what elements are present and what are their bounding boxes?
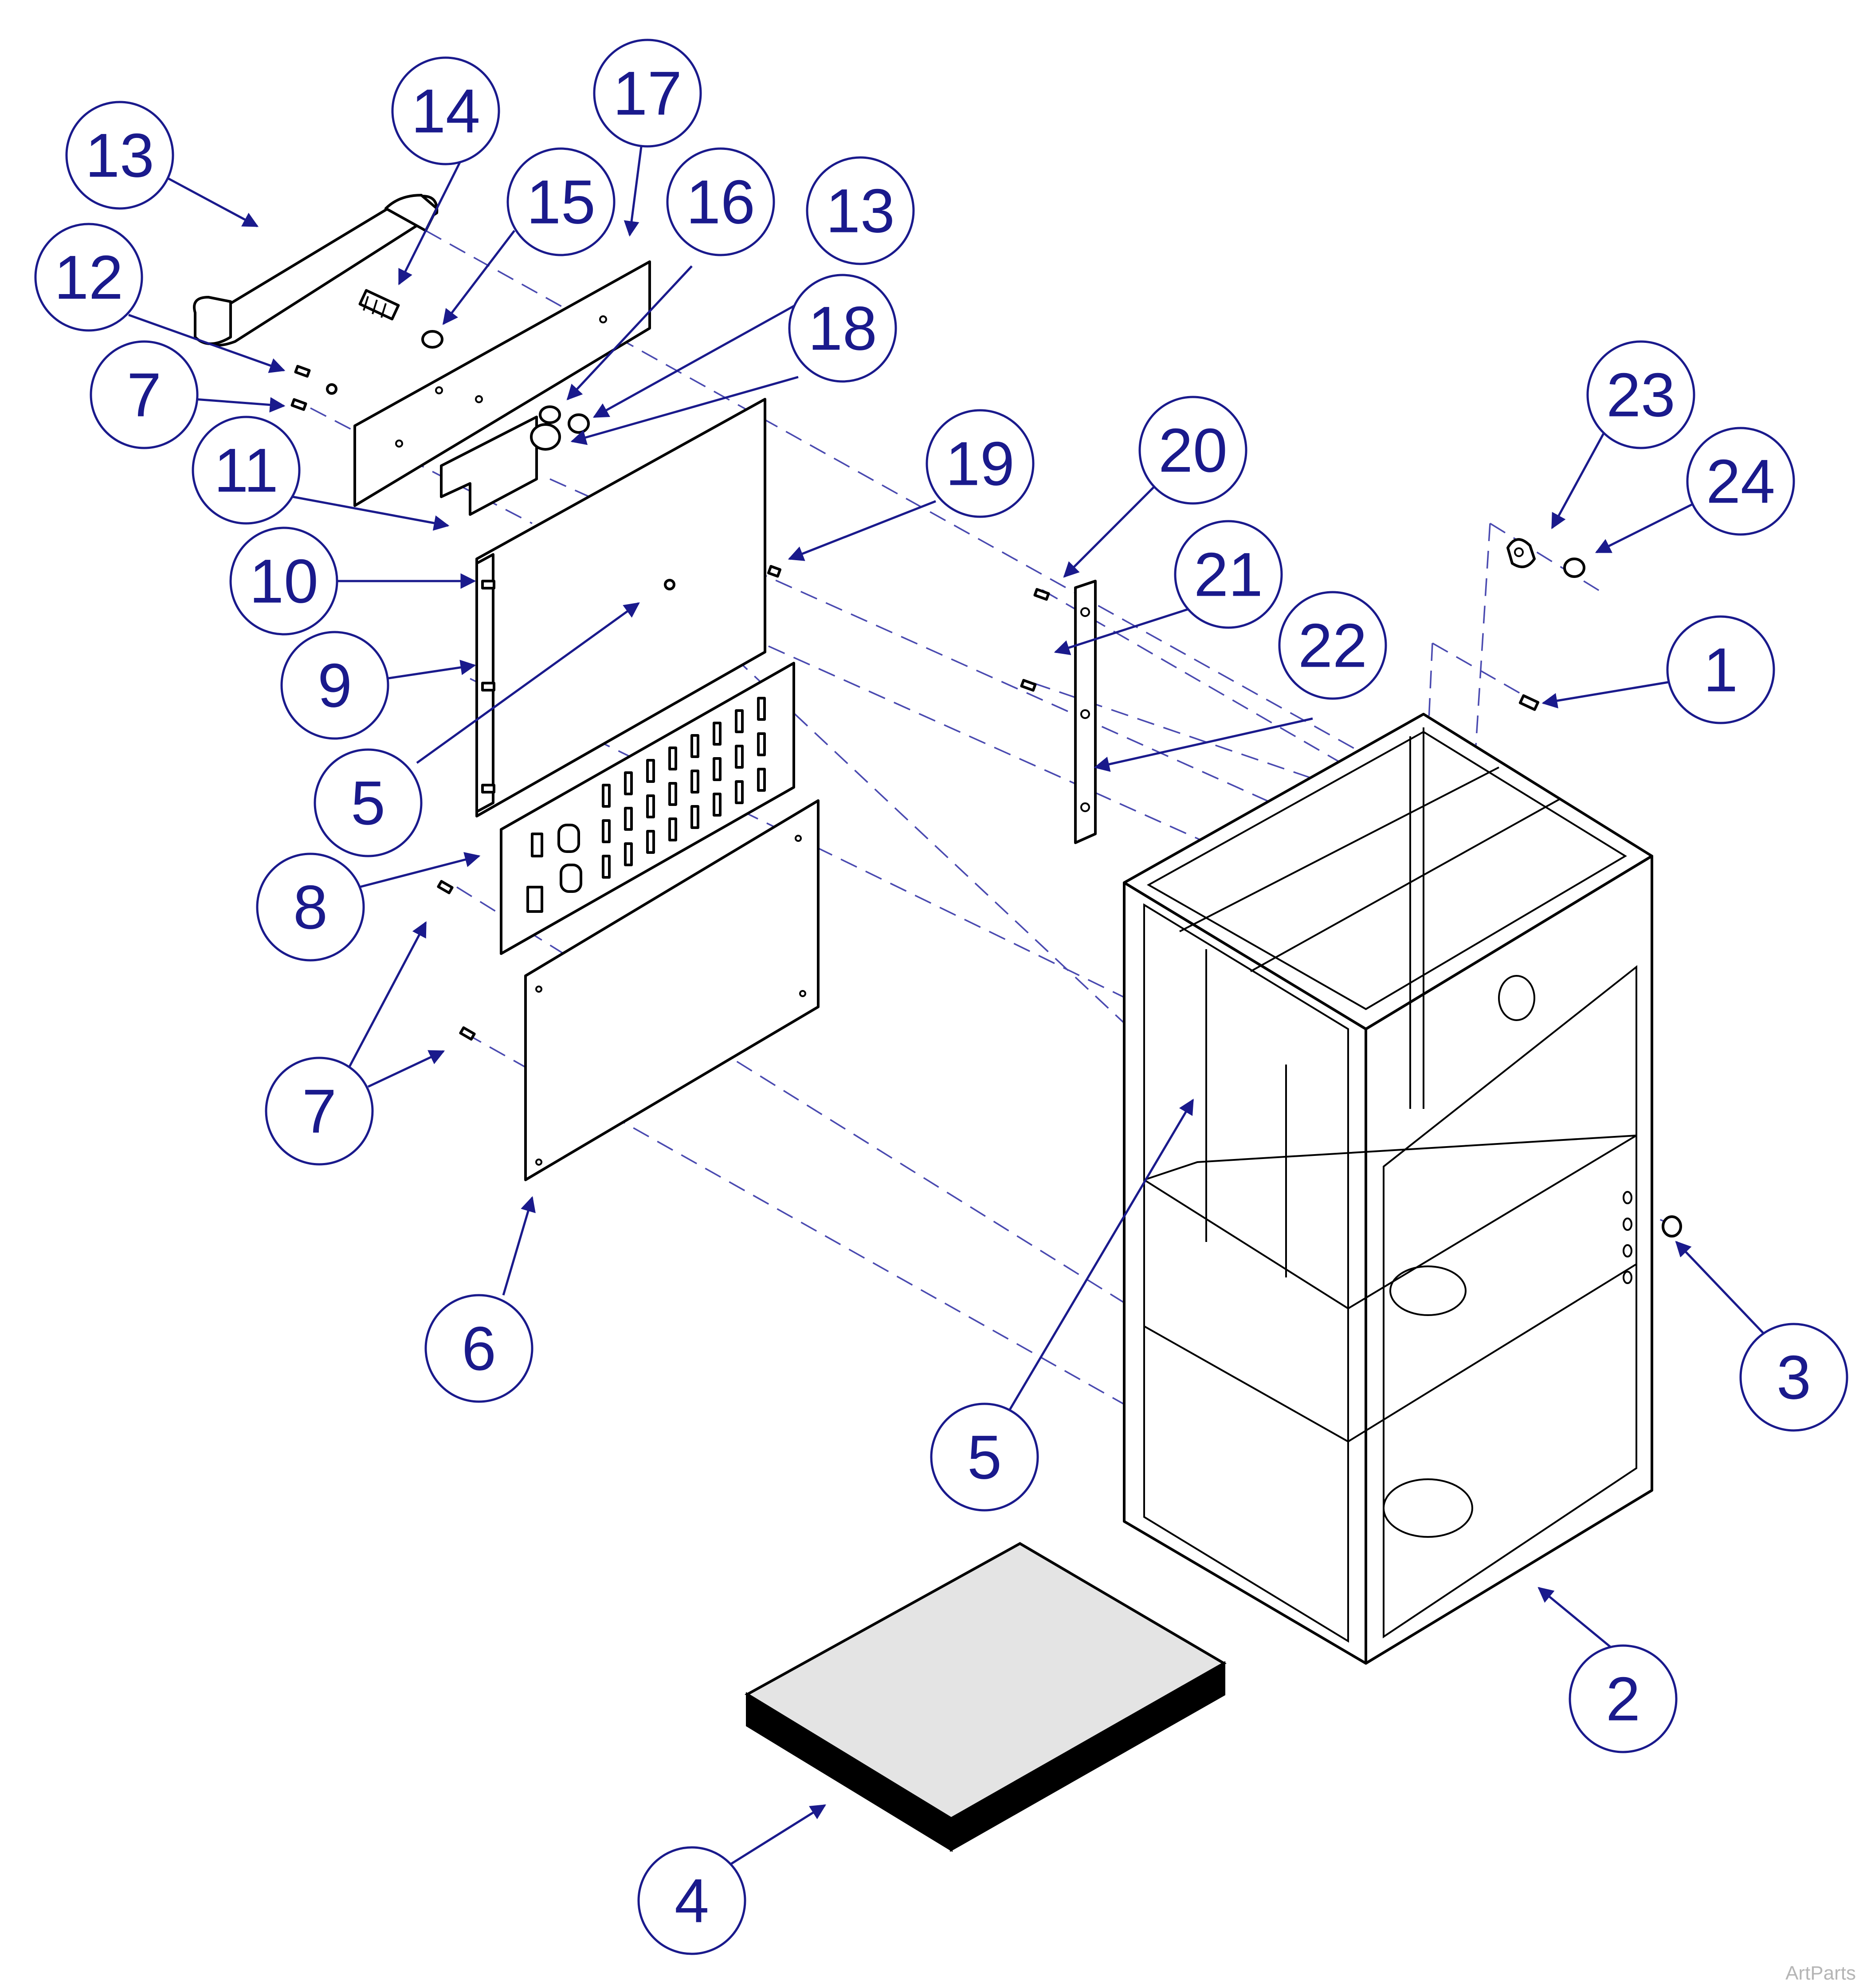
vent-slot: [668, 817, 677, 841]
callout-1: 1: [1666, 615, 1775, 724]
vent-slot: [713, 757, 722, 781]
top-panel-part: [353, 260, 651, 507]
vent-slot: [757, 697, 766, 721]
svg-text:16: 16: [686, 167, 755, 237]
callout-13-nut: 13: [806, 156, 915, 265]
vent-slot: [690, 734, 699, 758]
svg-text:13: 13: [826, 176, 895, 246]
callout-3: 3: [1739, 1323, 1848, 1432]
vertical-strip-part: [475, 553, 495, 813]
screw-right-part: [1518, 694, 1540, 711]
callout-22: 22: [1278, 591, 1387, 700]
svg-text:9: 9: [318, 651, 352, 720]
small-screws-top: [290, 365, 337, 411]
callout-8: 8: [256, 853, 365, 962]
vent-slot: [713, 722, 722, 746]
callout-11: 11: [192, 416, 301, 525]
callout-7-lower: 7: [265, 1057, 374, 1166]
svg-text:6: 6: [462, 1314, 496, 1383]
vent-slot: [602, 819, 611, 843]
vent-slot: [646, 759, 655, 783]
svg-text:12: 12: [54, 243, 123, 312]
svg-text:8: 8: [293, 872, 328, 942]
callout-23: 23: [1586, 340, 1695, 449]
svg-text:14: 14: [411, 76, 480, 146]
callout-24: 24: [1686, 427, 1795, 536]
svg-text:19: 19: [945, 429, 1015, 499]
svg-text:11: 11: [214, 436, 278, 505]
nut-grommet-parts: [530, 405, 590, 451]
vent-slot: [646, 830, 655, 854]
callout-14: 14: [391, 56, 500, 165]
callout-2: 2: [1569, 1644, 1678, 1753]
callout-15: 15: [506, 147, 616, 256]
callout-20: 20: [1138, 396, 1247, 505]
svg-text:5: 5: [351, 768, 385, 838]
clip-nut-parts: [1506, 538, 1585, 578]
callout-9: 9: [280, 631, 389, 740]
svg-text:7: 7: [302, 1077, 337, 1146]
svg-text:2: 2: [1606, 1664, 1640, 1734]
vent-slot: [602, 855, 611, 879]
callout-5-upper: 5: [314, 748, 423, 857]
callout-17: 17: [593, 39, 702, 148]
svg-text:3: 3: [1777, 1343, 1811, 1412]
vent-slot: [735, 745, 744, 769]
lower-panel-part: [524, 799, 820, 1181]
vent-slot: [735, 780, 744, 804]
vent-slot: [668, 782, 677, 806]
svg-text:7: 7: [127, 360, 161, 430]
callouts: 13 14 17 15 16 13 12 18: [34, 39, 1848, 1955]
vented-panel-part: [500, 662, 795, 955]
pad-part: [745, 1542, 1227, 1852]
svg-text:10: 10: [249, 546, 318, 616]
svg-text:15: 15: [526, 167, 596, 237]
vent-slot: [624, 771, 633, 795]
vent-slot: [602, 784, 611, 808]
svg-text:1: 1: [1703, 635, 1738, 705]
vent-slot: [624, 807, 633, 831]
callout-16: 16: [666, 147, 775, 256]
svg-text:21: 21: [1194, 540, 1263, 609]
vent-slot: [624, 842, 633, 866]
bracket-part: [440, 416, 538, 516]
svg-text:17: 17: [613, 59, 682, 128]
svg-text:20: 20: [1158, 416, 1228, 485]
svg-text:22: 22: [1298, 611, 1367, 680]
cabinet-frame-part: [1123, 713, 1653, 1665]
svg-text:5: 5: [967, 1422, 1002, 1492]
svg-text:4: 4: [675, 1866, 709, 1936]
callout-10: 10: [229, 526, 338, 636]
washer-part: [421, 330, 443, 349]
vent-slot: [646, 794, 655, 818]
callout-7-top: 7: [90, 340, 199, 449]
small-screws-left: [437, 880, 476, 1041]
svg-text:23: 23: [1606, 360, 1675, 430]
callout-13-handle: 13: [65, 101, 174, 210]
callout-19: 19: [926, 409, 1035, 518]
watermark-text: ArtParts: [1785, 1962, 1856, 1984]
svg-text:18: 18: [808, 294, 877, 363]
grommet-right-part: [1662, 1215, 1682, 1238]
handle-part: [193, 194, 439, 347]
stud-screw-part: [358, 289, 400, 321]
vent-slot: [735, 709, 744, 733]
callout-12: 12: [34, 223, 143, 332]
callout-4: 4: [637, 1846, 746, 1955]
callout-18: 18: [788, 274, 897, 383]
leader-arrows: [128, 133, 1770, 1873]
vertical-bar-part: [1020, 580, 1097, 844]
vent-slot: [690, 770, 699, 794]
vent-slot: [757, 732, 766, 756]
svg-text:24: 24: [1706, 447, 1775, 516]
vent-slot: [690, 805, 699, 829]
callout-6: 6: [424, 1294, 533, 1403]
callout-5-lower: 5: [930, 1403, 1039, 1512]
callout-21: 21: [1174, 520, 1283, 629]
svg-text:13: 13: [85, 121, 154, 190]
vent-slot: [668, 746, 677, 770]
vent-slot: [757, 768, 766, 792]
vent-slot: [713, 793, 722, 817]
